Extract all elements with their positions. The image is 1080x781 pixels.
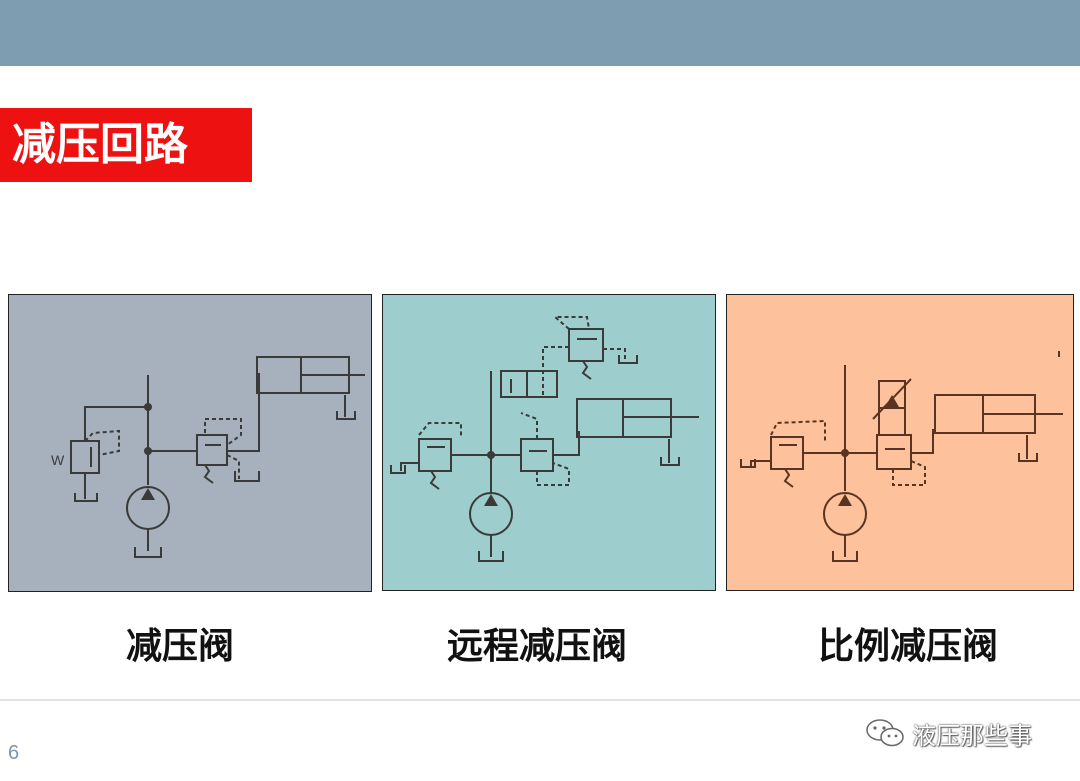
pilot-line [770, 419, 826, 441]
tank-symbol [740, 459, 756, 468]
pump-arrow [484, 494, 498, 506]
diagram-panel-pressure-reducing-valve: W [8, 294, 372, 592]
footer-divider [0, 699, 1080, 701]
watermark-text: 液压那些事 [912, 721, 1032, 750]
tank-symbol [618, 355, 638, 364]
pilot-line [418, 422, 462, 437]
circuit-diagram-2 [390, 316, 699, 562]
tank-symbol [336, 411, 356, 420]
tank-symbol [134, 547, 162, 558]
relief-valve [418, 438, 452, 472]
relief-valve [70, 440, 100, 474]
spring-symbol [581, 360, 592, 380]
outlet-line [553, 431, 580, 456]
drain-line [536, 462, 570, 486]
tank-symbol [1018, 453, 1038, 462]
proportional-slash [872, 378, 912, 420]
drain-line [603, 348, 626, 361]
circuit-diagram-3 [740, 351, 1063, 562]
drain-line [892, 460, 926, 486]
drain-line [750, 460, 771, 467]
reducing-valve [196, 434, 228, 466]
drain-line [226, 454, 240, 479]
tank-symbol [74, 493, 98, 502]
header-band [0, 0, 1080, 66]
caption-proportional-reducing-valve: 比例减压阀 [818, 625, 999, 667]
directional-valve [500, 370, 558, 398]
remote-valve [568, 328, 604, 362]
page-title: 减压回路 [12, 119, 188, 170]
outlet-line [227, 393, 260, 452]
diagram-panel-remote-reducing-valve [382, 294, 716, 591]
tank-symbol [234, 471, 260, 482]
relief-valve [770, 436, 804, 470]
pilot-line [204, 418, 242, 446]
relief-line [84, 406, 148, 441]
spring-symbol [203, 464, 214, 484]
pump-arrow [141, 488, 155, 500]
tank-symbol [390, 465, 406, 474]
tank-symbol [660, 457, 680, 466]
spring-symbol [783, 468, 794, 488]
wechat-icon [866, 719, 904, 747]
valve-mark: W [51, 452, 65, 468]
pump-arrow [838, 494, 852, 506]
drain-line [400, 462, 419, 471]
page-number: 6 [8, 742, 20, 764]
outlet-line [911, 429, 934, 454]
caption-remote-reducing-valve: 远程减压阀 [447, 625, 628, 667]
remote-pilot-line [542, 346, 569, 395]
pilot-line [84, 429, 120, 456]
proportional-valve [876, 434, 912, 470]
circuit-diagram-1: W [51, 356, 365, 558]
diagram-panel-proportional-reducing-valve [726, 294, 1074, 591]
reducing-valve [520, 438, 554, 472]
spring-symbol [429, 470, 440, 490]
pilot-line [552, 316, 590, 330]
caption-pressure-reducing-valve: 减压阀 [126, 625, 235, 667]
tank-symbol [832, 551, 858, 562]
tank-symbol [478, 551, 504, 562]
pilot-line [520, 412, 538, 439]
title-banner: 减压回路 [0, 108, 252, 182]
watermark: 液压那些事 [864, 715, 1032, 751]
